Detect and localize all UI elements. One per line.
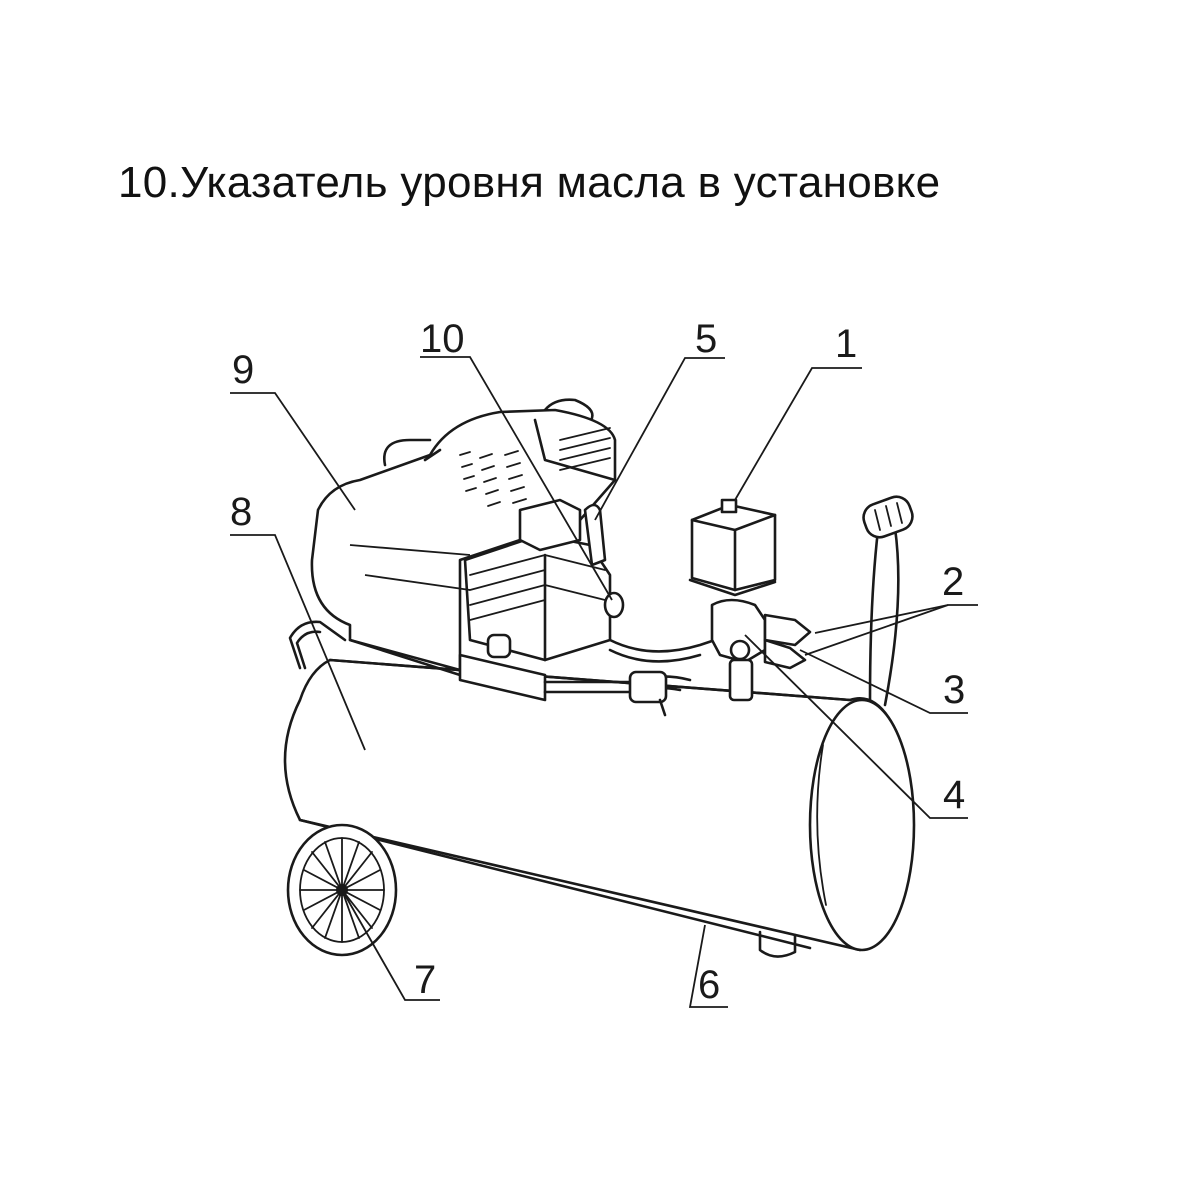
callout-5: 5 <box>695 317 717 361</box>
callout-8: 8 <box>230 490 252 534</box>
callout-4: 4 <box>943 773 965 817</box>
callout-7: 7 <box>414 958 436 1002</box>
callout-1: 1 <box>835 322 857 366</box>
callout-10: 10 <box>420 317 465 361</box>
wheel <box>286 823 398 957</box>
pressure-switch <box>688 498 777 597</box>
callout-3: 3 <box>943 668 965 712</box>
callout-numbers: 1 2 3 4 5 6 7 8 9 10 <box>230 317 965 1007</box>
transport-handle <box>288 620 347 670</box>
right-handle <box>862 495 914 707</box>
diagram-title: 10.Указатель уровня масла в установке <box>118 158 941 207</box>
callout-2: 2 <box>942 560 964 604</box>
air-receiver-tank <box>283 658 916 958</box>
callout-9: 9 <box>232 348 254 392</box>
callout-6: 6 <box>698 963 720 1007</box>
air-lines <box>543 638 717 717</box>
leader-lines <box>230 356 978 1008</box>
compressor-pump <box>458 498 625 702</box>
pressure-regulator <box>710 598 812 702</box>
